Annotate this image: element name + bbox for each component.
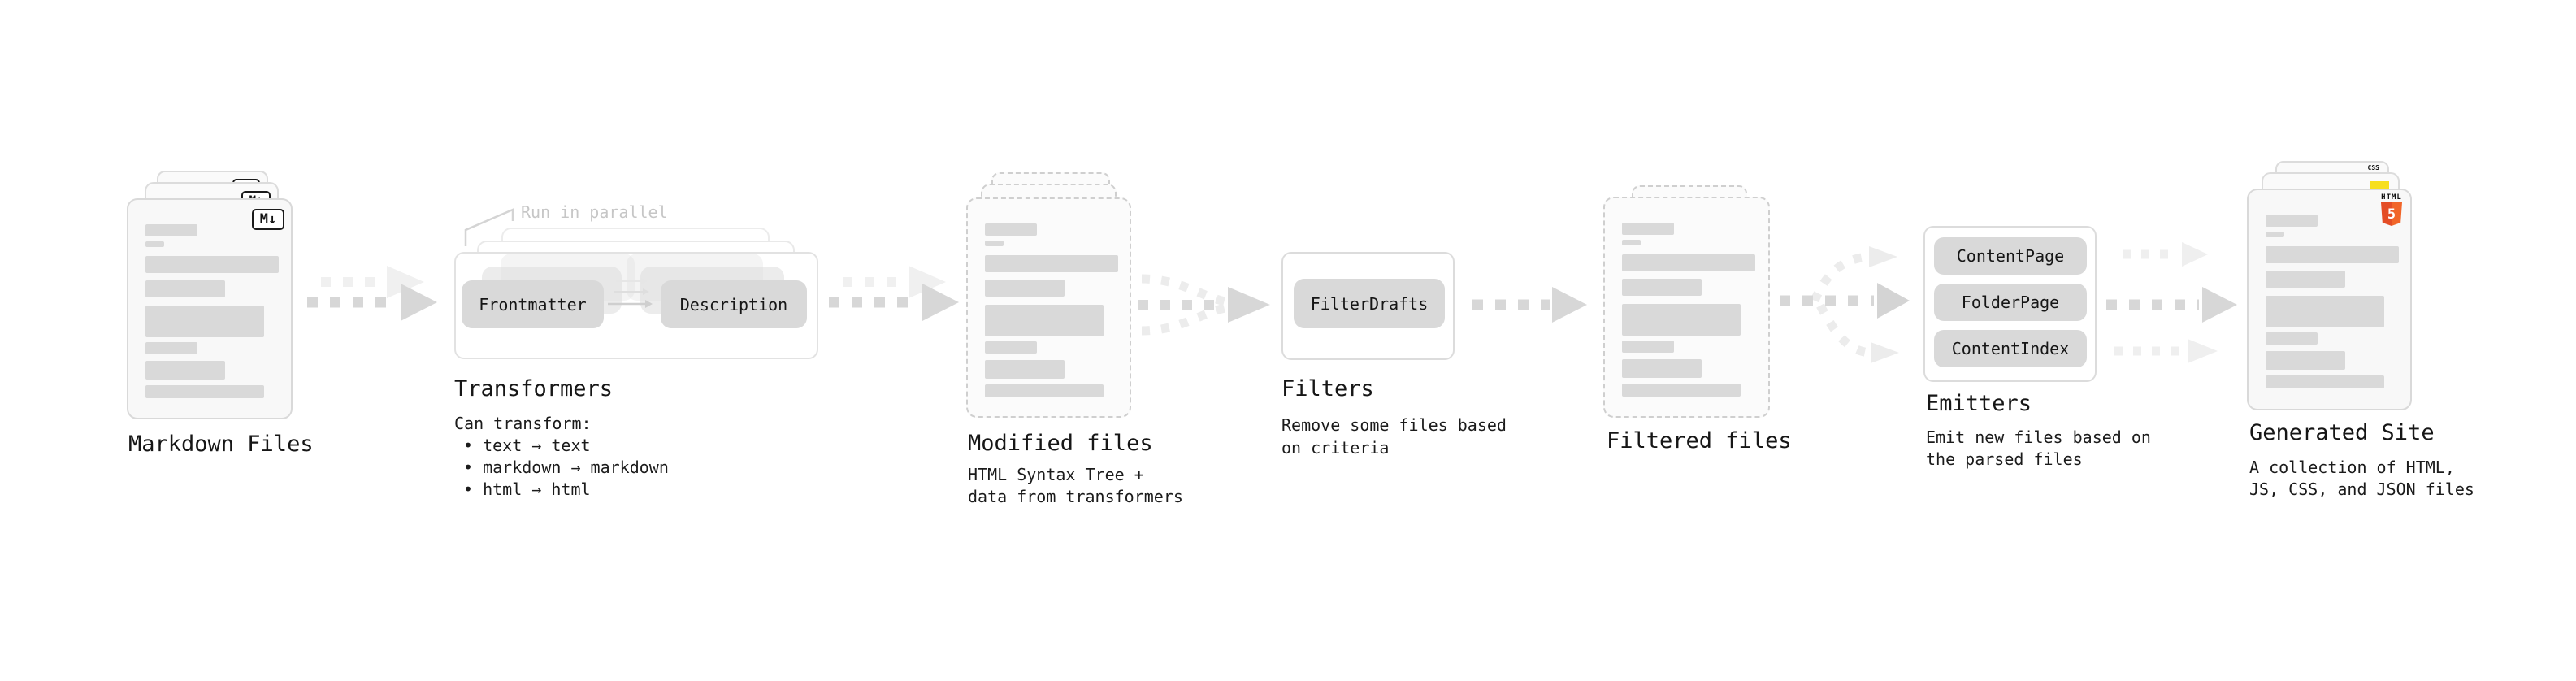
modified-files-desc: HTML Syntax Tree +	[968, 465, 1144, 484]
skeleton-line	[985, 384, 1104, 397]
modified-files-desc: data from transformers	[968, 487, 1183, 506]
emitters-desc: Emit new files based on	[1926, 427, 2151, 447]
skeleton-line	[1622, 384, 1741, 397]
emitter-pill-folderpage: FolderPage	[1934, 284, 2087, 321]
transformer-pill-frontmatter: Frontmatter	[462, 280, 604, 328]
skeleton-line	[1622, 279, 1702, 296]
filter-pill-filterdrafts: FilterDrafts	[1294, 279, 1445, 328]
markdown-file-card-front: M↓	[127, 198, 293, 419]
run-in-parallel-label: Run in parallel	[521, 202, 668, 222]
skeleton-line	[1622, 340, 1674, 353]
skeleton-line	[985, 305, 1104, 336]
transformers-desc-heading: Can transform:	[454, 414, 592, 433]
stage-title-transformers: Transformers	[454, 376, 614, 401]
modified-file-card-front	[966, 197, 1131, 418]
skeleton-line	[145, 280, 225, 297]
generated-site-desc: JS, CSS, and JSON files	[2249, 479, 2474, 499]
emitters-desc: the parsed files	[1926, 449, 2083, 469]
skeleton-line	[1622, 359, 1702, 378]
skeleton-line	[985, 341, 1037, 354]
skeleton-line	[145, 306, 264, 337]
skeleton-line	[2266, 375, 2384, 388]
skeleton-line	[2266, 332, 2318, 345]
skeleton-line	[1622, 223, 1674, 235]
flow-arrow-filters-to-filtered	[1463, 276, 1593, 335]
emitter-pill-contentindex: ContentIndex	[1934, 330, 2087, 367]
transformers-bullet: • html → html	[463, 479, 591, 499]
emitter-pill-contentpage: ContentPage	[1934, 237, 2087, 275]
stage-title-filters: Filters	[1281, 376, 1374, 401]
skeleton-line	[985, 255, 1118, 272]
skeleton-line	[985, 241, 1004, 246]
skeleton-line	[2266, 246, 2399, 263]
skeleton-line	[145, 385, 264, 398]
skeleton-line	[2266, 351, 2345, 370]
skeleton-line	[985, 223, 1037, 236]
skeleton-line	[2266, 215, 2318, 227]
stage-title-generated-site: Generated Site	[2249, 420, 2435, 445]
skeleton-line	[145, 256, 279, 273]
flow-arrow-markdown-to-transformers	[301, 260, 447, 349]
generated-site-desc: A collection of HTML,	[2249, 458, 2455, 477]
skeleton-line	[145, 241, 164, 247]
html5-icon-number: 5	[2387, 206, 2396, 223]
html5-icon-word: HTML	[2381, 193, 2402, 202]
skeleton-line	[145, 361, 225, 380]
skeleton-line	[985, 360, 1065, 379]
stage-title-modified-files: Modified files	[968, 431, 1153, 456]
flow-arrow-transformers-to-modified	[822, 260, 969, 349]
stage-title-markdown-files: Markdown Files	[128, 432, 314, 457]
html5-icon-shield: 5	[2381, 202, 2402, 226]
js-file-icon	[2370, 181, 2389, 190]
skeleton-line	[145, 342, 197, 354]
html5-icon: HTML 5	[2379, 193, 2404, 226]
flow-arrow-modified-to-filters	[1134, 268, 1276, 345]
skeleton-line	[2266, 296, 2384, 327]
site-file-card-front: HTML 5	[2247, 189, 2412, 410]
filters-desc: on criteria	[1281, 438, 1390, 458]
skeleton-line	[2266, 271, 2345, 288]
skeleton-line	[145, 224, 197, 236]
stage-title-filtered-files: Filtered files	[1607, 428, 1792, 453]
skeleton-line	[1622, 304, 1741, 336]
filters-desc: Remove some files based	[1281, 415, 1507, 435]
skeleton-line	[2266, 232, 2284, 237]
transformers-bullet: • markdown → markdown	[463, 458, 669, 477]
skeleton-line	[985, 280, 1065, 297]
skeleton-line	[1622, 240, 1641, 245]
flow-arrow-emitters-to-site	[2105, 236, 2247, 370]
stage-title-emitters: Emitters	[1926, 391, 2032, 416]
annotation-leader-line	[459, 202, 540, 252]
flow-arrow-filtered-to-emitters	[1778, 236, 1916, 375]
pill-connector-arrows	[605, 272, 656, 313]
markdown-icon: M↓	[252, 209, 284, 230]
transformers-bullet: • text → text	[463, 436, 591, 455]
filtered-file-card-front	[1603, 197, 1770, 418]
transformer-pill-description: Description	[661, 280, 807, 328]
skeleton-line	[1622, 254, 1755, 271]
